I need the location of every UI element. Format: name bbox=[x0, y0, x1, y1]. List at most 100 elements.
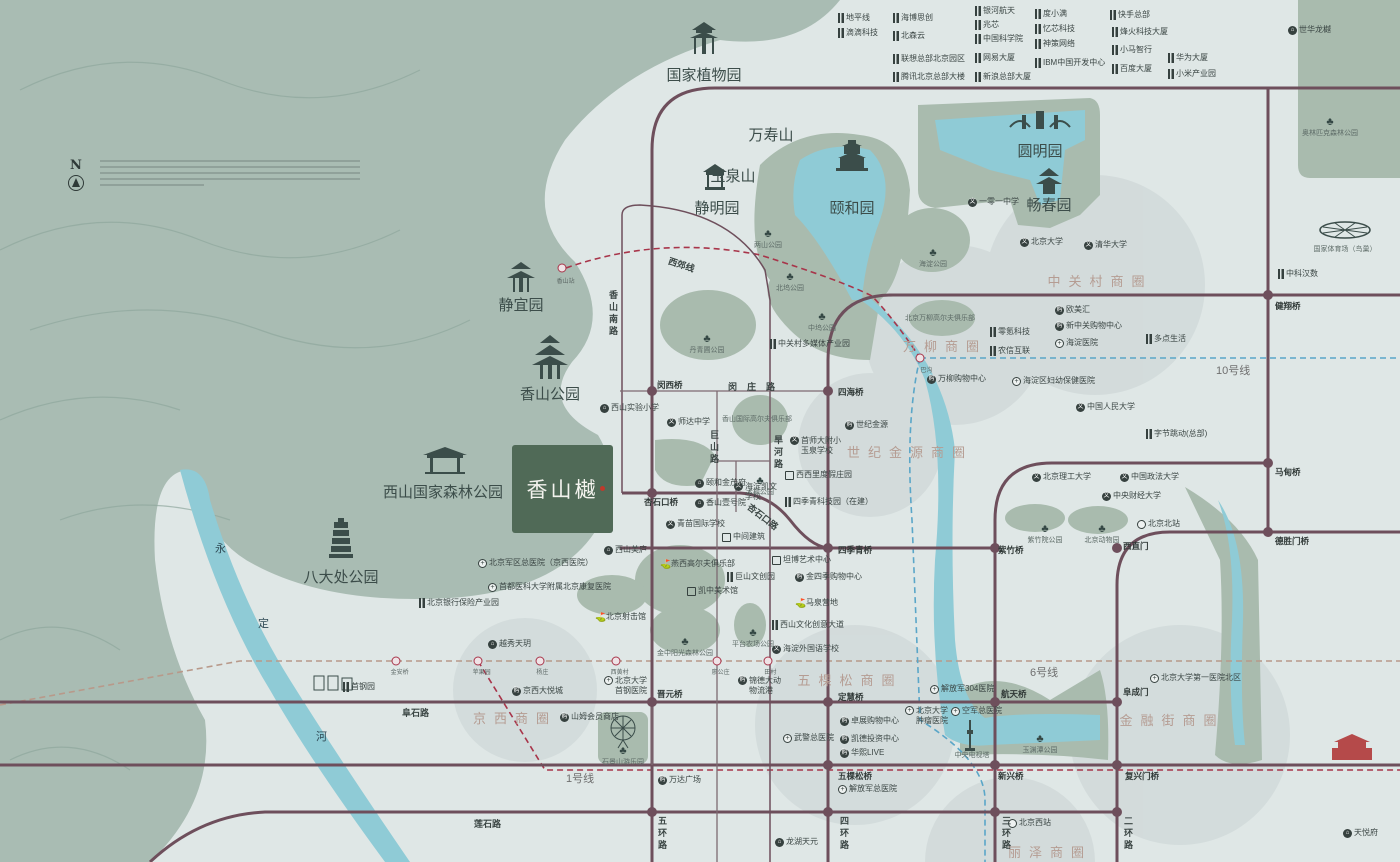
poi-office[interactable]: 多点生活 bbox=[1146, 334, 1186, 344]
poi-school[interactable]: 文中央财经大学 bbox=[1102, 491, 1161, 501]
poi-office[interactable]: 中科汉数 bbox=[1278, 269, 1318, 279]
company-poi[interactable]: 银河航天 bbox=[975, 6, 1015, 16]
company-poi[interactable]: 快手总部 bbox=[1110, 10, 1150, 20]
poi-residence[interactable]: ⌂西山实验小学 bbox=[600, 403, 659, 413]
park-label[interactable]: 香山国际高尔夫俱乐部 bbox=[722, 414, 792, 424]
park-label[interactable]: ♣奥林匹克森林公园 bbox=[1302, 117, 1358, 138]
poi-school[interactable]: 文首师大附小玉泉学校 bbox=[790, 436, 842, 456]
park-label[interactable]: ♣北坞公园 bbox=[776, 272, 804, 293]
park-label[interactable]: 北京万柳高尔夫俱乐部 bbox=[905, 313, 975, 323]
company-poi[interactable]: IBM中国开发中心 bbox=[1035, 58, 1105, 68]
poi-office[interactable]: 四季青科技园（在建） bbox=[785, 497, 873, 507]
poi-office[interactable]: 北京银行保险产业园 bbox=[419, 598, 499, 608]
park-label[interactable]: ♣北京动物园 bbox=[1085, 524, 1120, 545]
park-label[interactable]: 国家体育场（鸟巢） bbox=[1314, 244, 1377, 254]
poi-residence[interactable]: ⌂越秀天玥 bbox=[488, 639, 531, 649]
project-marker[interactable]: 香山樾 bbox=[512, 445, 613, 533]
poi-residence[interactable]: ⌂颐和金茂府 bbox=[695, 478, 746, 488]
poi-residence[interactable]: ⌂香山壹号院 bbox=[695, 498, 746, 508]
poi-mall[interactable]: 购卓展购物中心 bbox=[840, 716, 899, 726]
landmark-label[interactable]: 圆明园 bbox=[1017, 140, 1062, 161]
poi-office[interactable]: 首钢园 bbox=[343, 682, 375, 692]
poi-residence[interactable]: ⌂天悦府 bbox=[1343, 828, 1378, 838]
poi-hospital[interactable]: +北京大学首钢医院 bbox=[604, 676, 647, 696]
landmark-label[interactable]: 颐和园 bbox=[829, 197, 874, 218]
poi-office[interactable]: 巨山文创园 bbox=[727, 572, 775, 582]
poi-hospital[interactable]: +武警总医院 bbox=[783, 733, 834, 743]
poi-school[interactable]: 文北京理工大学 bbox=[1032, 472, 1091, 482]
park-label[interactable]: ♣丹青圃公园 bbox=[690, 334, 725, 355]
poi-office[interactable]: 农信互联 bbox=[990, 346, 1030, 356]
park-label[interactable]: ♣中坞公园 bbox=[808, 312, 836, 333]
metro-station[interactable]: 廖公庄 bbox=[712, 667, 730, 676]
company-poi[interactable]: 地平线 bbox=[838, 13, 870, 23]
park-label[interactable]: ♣平台农场公园 bbox=[732, 628, 774, 649]
poi-residence[interactable]: ⌂龙湖天元 bbox=[775, 837, 818, 847]
company-poi[interactable]: 烽火科技大厦 bbox=[1112, 27, 1168, 37]
company-poi[interactable]: 度小满 bbox=[1035, 9, 1067, 19]
poi-mall[interactable]: 购京西大悦城 bbox=[512, 686, 563, 696]
park-label[interactable]: ♣两山公园 bbox=[754, 229, 782, 250]
metro-station[interactable]: 西黄村 bbox=[611, 667, 629, 676]
company-poi[interactable]: 滴滴科技 bbox=[838, 28, 878, 38]
company-poi[interactable]: 联想总部北京园区 bbox=[893, 54, 965, 64]
landmark-label[interactable]: 万寿山 bbox=[748, 124, 793, 145]
poi-school[interactable]: 文青苗国际学校 bbox=[666, 519, 725, 529]
poi-golf[interactable]: ⛳燕西高尔夫俱乐部 bbox=[660, 559, 735, 569]
company-poi[interactable]: 中国科学院 bbox=[975, 34, 1023, 44]
poi-hospital[interactable]: +北京大学肿瘤医院 bbox=[905, 706, 948, 726]
company-poi[interactable]: 小米产业园 bbox=[1168, 69, 1216, 79]
company-poi[interactable]: 神策网络 bbox=[1035, 39, 1075, 49]
landmark-label[interactable]: 八大处公园 bbox=[303, 566, 378, 587]
poi-school[interactable]: 文清华大学 bbox=[1084, 240, 1127, 250]
metro-station[interactable]: 金安桥 bbox=[391, 667, 409, 676]
poi-hospital[interactable]: +空军总医院 bbox=[951, 706, 1002, 716]
company-poi[interactable]: 小马智行 bbox=[1112, 45, 1152, 55]
company-poi[interactable]: 兆芯 bbox=[975, 20, 999, 30]
park-label[interactable]: ♣石景山游乐园 bbox=[602, 746, 644, 767]
company-poi[interactable]: 腾讯北京总部大楼 bbox=[893, 72, 965, 82]
landmark-label[interactable]: 西山国家森林公园 bbox=[383, 481, 503, 502]
poi-school[interactable]: 文海淀外国语学校 bbox=[772, 644, 839, 654]
landmark-label[interactable]: 国家植物园 bbox=[666, 64, 741, 85]
poi-school[interactable]: 文师达中学 bbox=[667, 417, 710, 427]
poi-office[interactable]: 西山文化创意大道 bbox=[772, 620, 844, 630]
poi-mall[interactable]: 购万达广场 bbox=[658, 775, 701, 785]
poi-mall[interactable]: 购锦德大动物流港 bbox=[738, 676, 781, 696]
landmark-label[interactable]: 畅春园 bbox=[1026, 194, 1071, 215]
park-label[interactable]: ♣木樨公园 bbox=[746, 476, 774, 497]
poi-hospital[interactable]: +解放军总医院 bbox=[838, 784, 897, 794]
poi-hospital[interactable]: +解放军304医院 bbox=[930, 684, 994, 694]
poi-golf[interactable]: ⛳马泉营地 bbox=[795, 598, 838, 608]
company-poi[interactable]: 百度大厦 bbox=[1112, 64, 1152, 74]
poi-school[interactable]: 文中国政法大学 bbox=[1120, 472, 1179, 482]
company-poi[interactable]: 忆芯科技 bbox=[1035, 24, 1075, 34]
landmark-label[interactable]: 静宜园 bbox=[498, 294, 543, 315]
park-label[interactable]: 中央电视塔 bbox=[955, 750, 990, 760]
poi-residence[interactable]: ⌂世华龙樾 bbox=[1288, 25, 1331, 35]
company-poi[interactable]: 海博思创 bbox=[893, 13, 933, 23]
metro-station[interactable]: 香山站 bbox=[557, 276, 575, 285]
poi-school[interactable]: 文中国人民大学 bbox=[1076, 402, 1135, 412]
landmark-label[interactable]: 香山公园 bbox=[520, 383, 580, 404]
park-label[interactable]: ♣海淀公园 bbox=[919, 248, 947, 269]
poi-office[interactable]: 中关村多媒体产业园 bbox=[770, 339, 850, 349]
poi-school[interactable]: 文北京大学 bbox=[1020, 237, 1063, 247]
poi-mall[interactable]: 购华熙LIVE bbox=[840, 748, 884, 758]
poi-station[interactable]: 北京西站 bbox=[1008, 818, 1051, 828]
metro-station[interactable]: 巴沟 bbox=[920, 365, 932, 374]
poi-school[interactable]: 文一零一中学 bbox=[968, 197, 1019, 207]
poi-residence[interactable]: ⌂西山美庐 bbox=[604, 545, 647, 555]
park-label[interactable]: ♣金中阳光森林公园 bbox=[657, 637, 713, 658]
metro-station[interactable]: 田村 bbox=[764, 667, 776, 676]
poi-station[interactable]: 北京北站 bbox=[1137, 519, 1180, 529]
poi-school[interactable]: 文海淀凯文学校 bbox=[734, 482, 777, 502]
poi-hospital[interactable]: +海淀医院 bbox=[1055, 338, 1098, 348]
poi-mall[interactable]: 购金四季购物中心 bbox=[795, 572, 862, 582]
landmark-label[interactable]: 静明园 bbox=[694, 197, 739, 218]
poi-hospital[interactable]: +首都医科大学附属北京康复医院 bbox=[488, 582, 611, 592]
poi-mall[interactable]: 购世纪金源 bbox=[845, 420, 888, 430]
company-poi[interactable]: 华为大厦 bbox=[1168, 53, 1208, 63]
poi-mall[interactable]: 购欧美汇 bbox=[1055, 305, 1090, 315]
poi-mall[interactable]: 购山姆会员商店 bbox=[560, 712, 619, 722]
